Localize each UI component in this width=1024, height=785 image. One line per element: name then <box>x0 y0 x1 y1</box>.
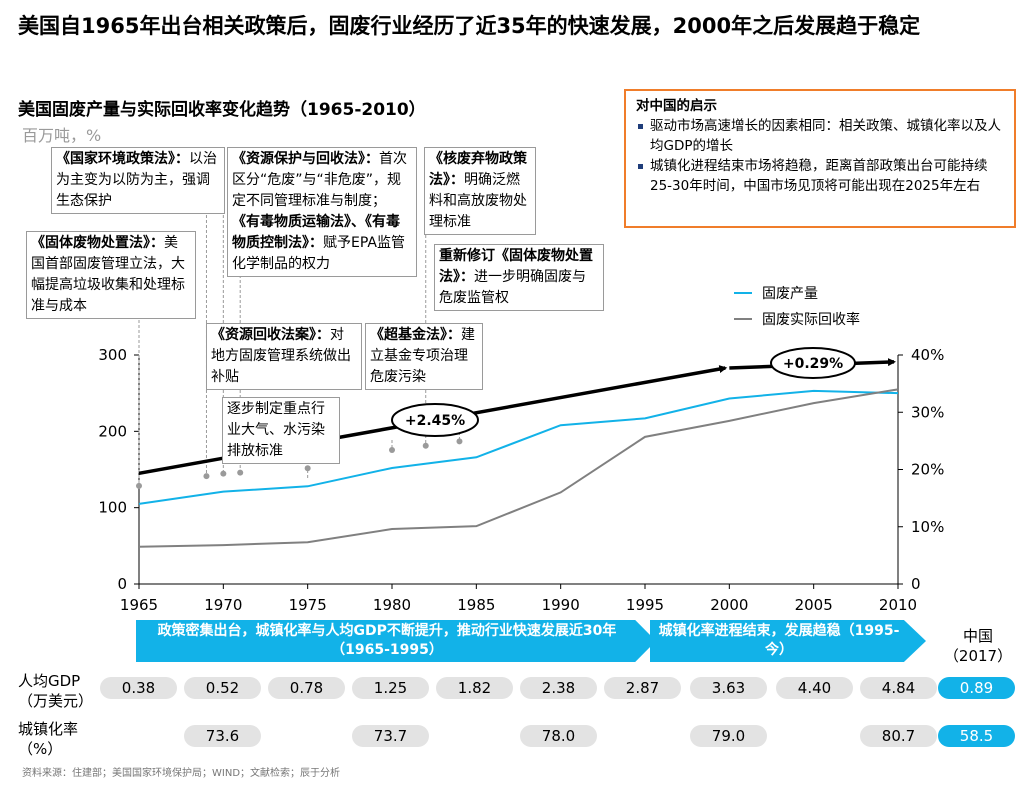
insight-box: 对中国的启示 驱动市场高速增长的因素相同：相关政策、城镇化率以及人均GDP的增长… <box>624 89 1016 228</box>
callout-law-name: 《资源保护与回收法》： <box>232 151 379 167</box>
callout-text: 首次区分“危废”与“非危废”，规定不同管理标准与制度； <box>232 151 407 209</box>
x-tick-label: 1965 <box>120 596 158 614</box>
callout-text: 进一步明确固废与危废监管权 <box>439 269 586 306</box>
urban-row-label: 城镇化率 （%） <box>18 720 79 758</box>
callout-superfund: 《超基金法》：建立基金专项治理危废污染 <box>365 323 483 390</box>
callout-text: 建立基金专项治理危废污染 <box>370 327 475 385</box>
insight-item: 驱动市场高速增长的因素相同：相关政策、城镇化率以及人均GDP的增长 <box>638 116 1004 156</box>
phase-band-growth: 政策密集出台，城镇化率与人均GDP不断提升，推动行业快速发展近30年（1965-… <box>136 620 656 662</box>
insight-title: 对中国的启示 <box>636 98 717 114</box>
series-line-waste-volume <box>138 389 899 505</box>
y-left-tick-label: 200 <box>98 422 127 440</box>
callout-swda-amendment: 重新修订《固体废物处置法》：进一步明确固废与危废监管权 <box>434 244 604 311</box>
callout-law-name: 《核废弃物政策法》： <box>429 151 527 188</box>
x-tick-label: 2010 <box>879 596 917 614</box>
y-right-tick-label: 0 <box>911 575 921 593</box>
callout-law-name: 《超基金法》： <box>370 327 461 343</box>
growth-label-1: +2.45% <box>405 413 465 429</box>
callout-emission-standards: 逐步制定重点行业大气、水污染排放标准 <box>222 397 340 464</box>
policy-marker <box>220 470 227 477</box>
china-header-label: 中国 （2017） <box>943 627 1013 665</box>
source-note: 资料来源：住建部；美国国家环境保护局；WIND；文献检索；辰于分析 <box>22 768 341 779</box>
growth-label-2: +0.29% <box>783 356 843 372</box>
urban-value-pill: 79.0 <box>690 725 767 747</box>
legend-label: 固废产量 <box>762 286 818 302</box>
y-left-tick-label: 300 <box>98 346 127 364</box>
policy-marker <box>203 473 210 480</box>
policy-marker <box>422 442 429 449</box>
y-right-tick-label: 10% <box>911 518 944 536</box>
series-line-recycling-rate <box>138 388 899 548</box>
china-urban-pill: 58.5 <box>938 725 1015 747</box>
callout-resource-recovery-act: 《资源回收法案》：对地方固废管理系统做出补贴 <box>206 323 362 390</box>
gdp-value-pill: 3.63 <box>690 677 767 699</box>
gdp-value-pill: 0.38 <box>100 677 177 699</box>
urban-value-pill: 73.6 <box>184 725 261 747</box>
chart-title: 美国固废产量与实际回收率变化趋势（1965-2010） <box>18 100 426 120</box>
callout-law-name: 《国家环境政策法》： <box>56 151 189 167</box>
growth-badge-1 <box>391 403 479 437</box>
gdp-value-pill: 0.78 <box>268 677 345 699</box>
callout-text: 以治为主变为以防为主，强调生态保护 <box>56 151 217 209</box>
callout-solid-waste-act: 《固体废物处置法》：美国首部固废管理立法，大幅提高垃圾收集和处理标准与成本 <box>26 231 196 319</box>
x-tick-label: 2005 <box>795 596 833 614</box>
gdp-value-pill: 0.52 <box>184 677 261 699</box>
callout-text: 对地方固废管理系统做出补贴 <box>211 327 351 385</box>
callout-law-name: 重新修订《固体废物处置法》： <box>439 248 593 285</box>
callout-nuclear-waste-act: 《核废弃物政策法》：明确泛燃料和高放废物处理标准 <box>424 147 536 235</box>
chart-unit: 百万吨，% <box>22 126 102 145</box>
gdp-value-pill: 2.87 <box>604 677 681 699</box>
policy-marker <box>237 469 244 476</box>
gdp-value-pill: 2.38 <box>520 677 597 699</box>
x-tick-label: 1985 <box>457 596 495 614</box>
callout-law-name: 《固体废物处置法》： <box>31 235 164 251</box>
y-left-tick-label: 100 <box>98 499 127 517</box>
policy-marker <box>456 438 463 445</box>
callout-law-name-2: 《有毒物质运输法》、《有毒物质控制法》： <box>232 214 400 251</box>
gdp-value-pill: 4.84 <box>860 677 937 699</box>
growth-badge-2 <box>770 347 856 379</box>
callout-text-2: 赋予EPA监管化学制品的权力 <box>232 235 405 272</box>
x-tick-label: 1995 <box>626 596 664 614</box>
x-tick-label: 1970 <box>204 596 242 614</box>
policy-marker <box>304 465 311 472</box>
x-tick-label: 1975 <box>289 596 327 614</box>
x-tick-label: 1990 <box>542 596 580 614</box>
callout-text: 明确泛燃料和高放废物处理标准 <box>429 172 527 230</box>
callout-text: 美国首部固废管理立法，大幅提高垃圾收集和处理标准与成本 <box>31 235 185 314</box>
china-gdp-pill: 0.89 <box>938 677 1015 699</box>
y-left-tick-label: 0 <box>117 575 127 593</box>
x-tick-label: 1980 <box>373 596 411 614</box>
insight-list: 驱动市场高速增长的因素相同：相关政策、城镇化率以及人均GDP的增长 城镇化进程结… <box>636 116 1004 196</box>
y-right-tick-label: 40% <box>911 346 944 364</box>
gdp-value-pill: 4.40 <box>776 677 853 699</box>
phase-band-stable: 城镇化率进程结束，发展趋稳（1995-今） <box>650 620 926 662</box>
gdp-row-label: 人均GDP （万美元） <box>18 672 94 710</box>
legend-label: 固废实际回收率 <box>762 311 860 328</box>
y-right-tick-label: 20% <box>911 461 944 479</box>
slide-title: 美国自1965年出台相关政策后，固废行业经历了近35年的快速发展，2000年之后… <box>18 14 921 38</box>
gdp-value-pill: 1.82 <box>436 677 513 699</box>
x-tick-label: 2000 <box>710 596 748 614</box>
china-header: 中国 （2017） <box>938 626 1018 666</box>
urban-value-pill: 78.0 <box>520 725 597 747</box>
callout-text: 逐步制定重点行业大气、水污染排放标准 <box>227 401 325 459</box>
y-right-tick-label: 30% <box>911 403 944 421</box>
callout-law-name: 《资源回收法案》： <box>211 327 330 343</box>
callout-rcra: 《资源保护与回收法》：首次区分“危废”与“非危废”，规定不同管理标准与制度； 《有… <box>227 147 417 277</box>
callout-nepa: 《国家环境政策法》：以治为主变为以防为主，强调生态保护 <box>51 147 225 214</box>
urban-value-pill: 73.7 <box>352 725 429 747</box>
gdp-value-pill: 1.25 <box>352 677 429 699</box>
urban-value-pill: 80.7 <box>860 725 937 747</box>
policy-marker <box>389 446 395 453</box>
phase-band-text: 政策密集出台，城镇化率与人均GDP不断提升，推动行业快速发展近30年（1965-… <box>157 623 617 658</box>
policy-marker <box>136 482 142 489</box>
insight-item: 城镇化进程结束市场将趋稳，距离首部政策出台可能持续25-30年时间，中国市场见顶… <box>638 156 1004 196</box>
phase-band-text: 城镇化率进程结束，发展趋稳（1995-今） <box>658 623 900 658</box>
